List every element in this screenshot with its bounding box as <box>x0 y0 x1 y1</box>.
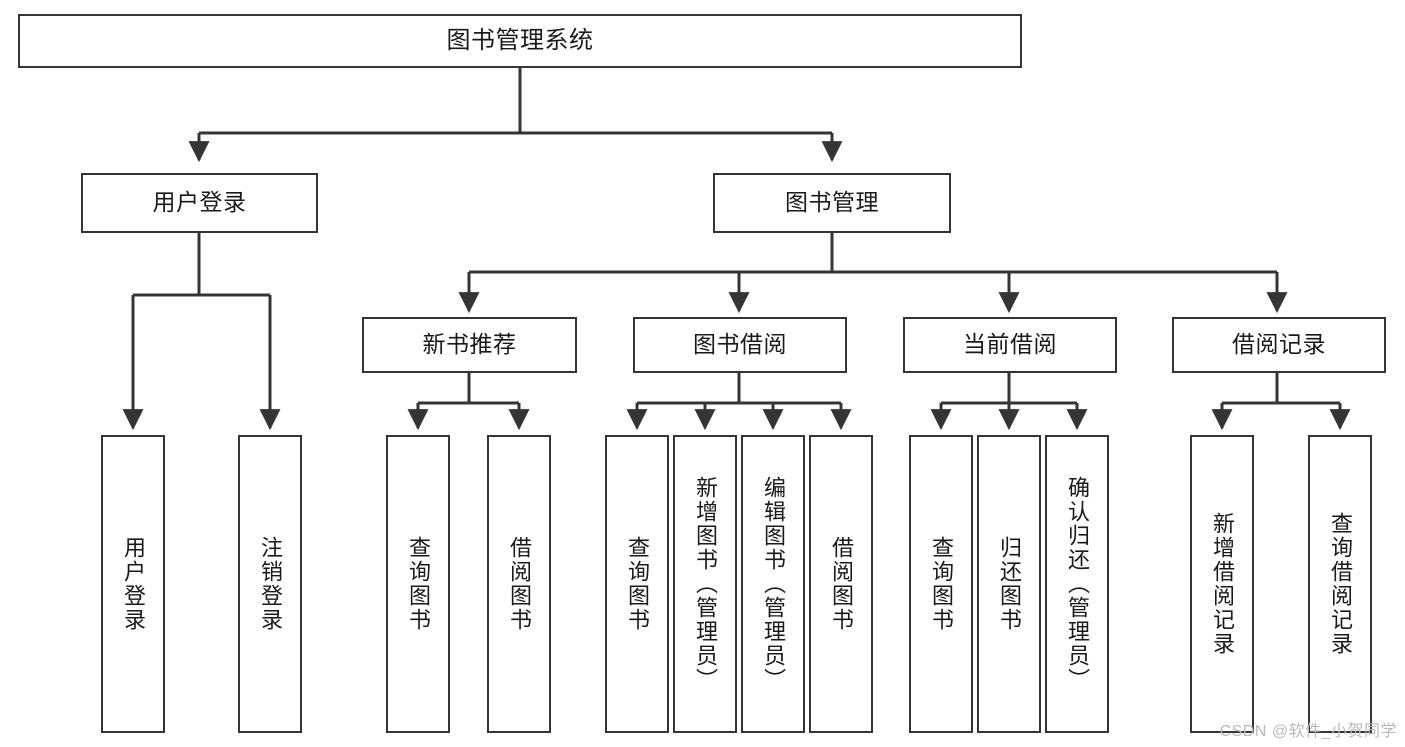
node-current-borrow-label: 当前借阅 <box>963 331 1057 358</box>
node-borrow-record-label: 借阅记录 <box>1232 331 1326 358</box>
node-new-book-rec-label: 新书推荐 <box>422 331 517 358</box>
node-user-login-label: 用户登录 <box>152 189 247 216</box>
leaf-record-query[interactable]: 查询借阅记录 <box>1308 435 1372 733</box>
leaf-borrow-edit-book-label: 编辑图书（管理员） <box>761 476 786 692</box>
leaf-current-return-book[interactable]: 归还图书 <box>977 435 1041 733</box>
leaf-user-login-label: 用户登录 <box>121 536 146 632</box>
node-book-manage[interactable]: 图书管理 <box>713 173 951 233</box>
leaf-borrow-query-book-label: 查询图书 <box>625 536 650 632</box>
leaf-record-add[interactable]: 新增借阅记录 <box>1190 435 1254 733</box>
leaf-borrow-borrow-book-label: 借阅图书 <box>829 536 854 632</box>
leaf-rec-borrow-book-label: 借阅图书 <box>507 536 532 632</box>
node-user-login[interactable]: 用户登录 <box>81 173 318 233</box>
leaf-current-query-book-label: 查询图书 <box>929 536 954 632</box>
leaf-borrow-query-book[interactable]: 查询图书 <box>605 435 669 733</box>
leaf-borrow-edit-book[interactable]: 编辑图书（管理员） <box>741 435 805 733</box>
leaf-user-logout[interactable]: 注销登录 <box>238 435 302 733</box>
leaf-rec-borrow-book[interactable]: 借阅图书 <box>487 435 551 733</box>
node-root-label: 图书管理系统 <box>446 26 594 54</box>
node-book-borrow[interactable]: 图书借阅 <box>633 317 847 373</box>
leaf-borrow-add-book[interactable]: 新增图书（管理员） <box>673 435 737 733</box>
node-current-borrow[interactable]: 当前借阅 <box>903 317 1117 373</box>
leaf-rec-query-book-label: 查询图书 <box>406 536 431 632</box>
leaf-user-login[interactable]: 用户登录 <box>101 435 165 733</box>
leaf-record-query-label: 查询借阅记录 <box>1328 512 1353 656</box>
node-book-borrow-label: 图书借阅 <box>693 331 787 358</box>
node-borrow-record[interactable]: 借阅记录 <box>1172 317 1386 373</box>
leaf-current-return-book-label: 归还图书 <box>997 536 1022 632</box>
leaf-current-confirm-return-label: 确认归还（管理员） <box>1065 476 1090 692</box>
node-new-book-rec[interactable]: 新书推荐 <box>362 317 577 373</box>
node-root[interactable]: 图书管理系统 <box>18 14 1022 68</box>
csdn-watermark: CSDN @软件_小贺同学 <box>1219 723 1397 740</box>
leaf-user-logout-label: 注销登录 <box>258 536 283 632</box>
node-book-manage-label: 图书管理 <box>785 189 879 216</box>
leaf-record-add-label: 新增借阅记录 <box>1210 512 1235 656</box>
leaf-rec-query-book[interactable]: 查询图书 <box>386 435 450 733</box>
leaf-current-confirm-return[interactable]: 确认归还（管理员） <box>1045 435 1109 733</box>
leaf-borrow-borrow-book[interactable]: 借阅图书 <box>809 435 873 733</box>
leaf-current-query-book[interactable]: 查询图书 <box>909 435 973 733</box>
leaf-borrow-add-book-label: 新增图书（管理员） <box>693 476 718 692</box>
